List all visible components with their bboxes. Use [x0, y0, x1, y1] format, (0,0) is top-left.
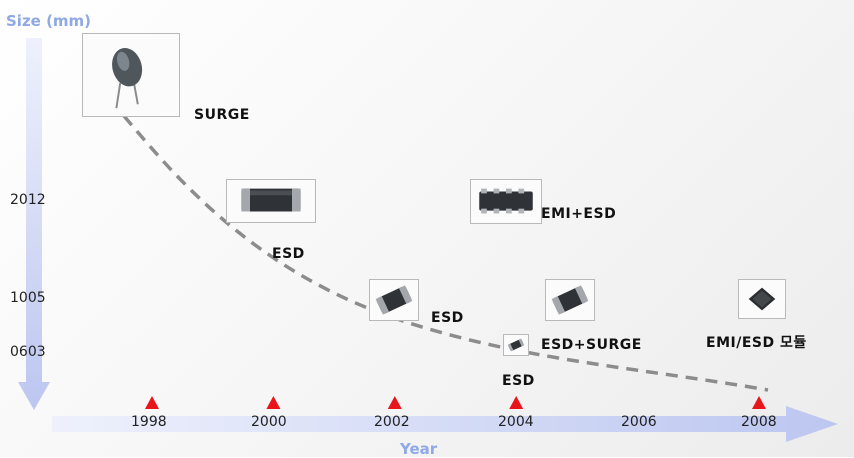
y-tick-0603: 0603: [10, 344, 46, 360]
x-axis-title: Year: [400, 440, 438, 458]
y-axis-arrow: [18, 38, 50, 410]
bga-module-icon: [738, 279, 786, 319]
chip-array-icon: [470, 179, 542, 224]
chip-1005-icon: [545, 279, 595, 321]
x-axis-arrow: [52, 406, 838, 442]
year-marker-2002: [387, 396, 402, 409]
year-marker-2000: [266, 396, 281, 409]
x-tick-2006: 2006: [621, 414, 657, 430]
label-esd-2004: ESD: [502, 373, 535, 389]
chip-2012-icon: [226, 179, 316, 223]
x-tick-2004: 2004: [498, 414, 534, 430]
label-esd-surge: ESD+SURGE: [541, 337, 642, 353]
label-emi-esd: EMI+ESD: [541, 206, 617, 222]
x-tick-2002: 2002: [374, 414, 410, 430]
label-surge: SURGE: [194, 107, 250, 123]
y-tick-2012: 2012: [10, 192, 46, 208]
label-emi-esd-module: EMI/ESD 모듈: [706, 335, 807, 351]
label-esd-2002: ESD: [431, 310, 464, 326]
year-marker-1998: [145, 396, 159, 409]
year-marker-2008: [752, 396, 766, 409]
trend-line: [122, 114, 769, 392]
chip-1005-icon: [369, 279, 419, 321]
chip-0603-icon: [503, 334, 529, 356]
label-esd-2000: ESD: [272, 246, 305, 262]
year-marker-2004: [509, 396, 524, 409]
through-hole-varistor-icon: [82, 33, 180, 117]
y-axis-title: Size (mm): [6, 12, 92, 30]
x-tick-2000: 2000: [251, 414, 287, 430]
x-tick-2008: 2008: [741, 414, 777, 430]
y-tick-1005: 1005: [10, 290, 46, 306]
x-tick-1998: 1998: [131, 414, 167, 430]
